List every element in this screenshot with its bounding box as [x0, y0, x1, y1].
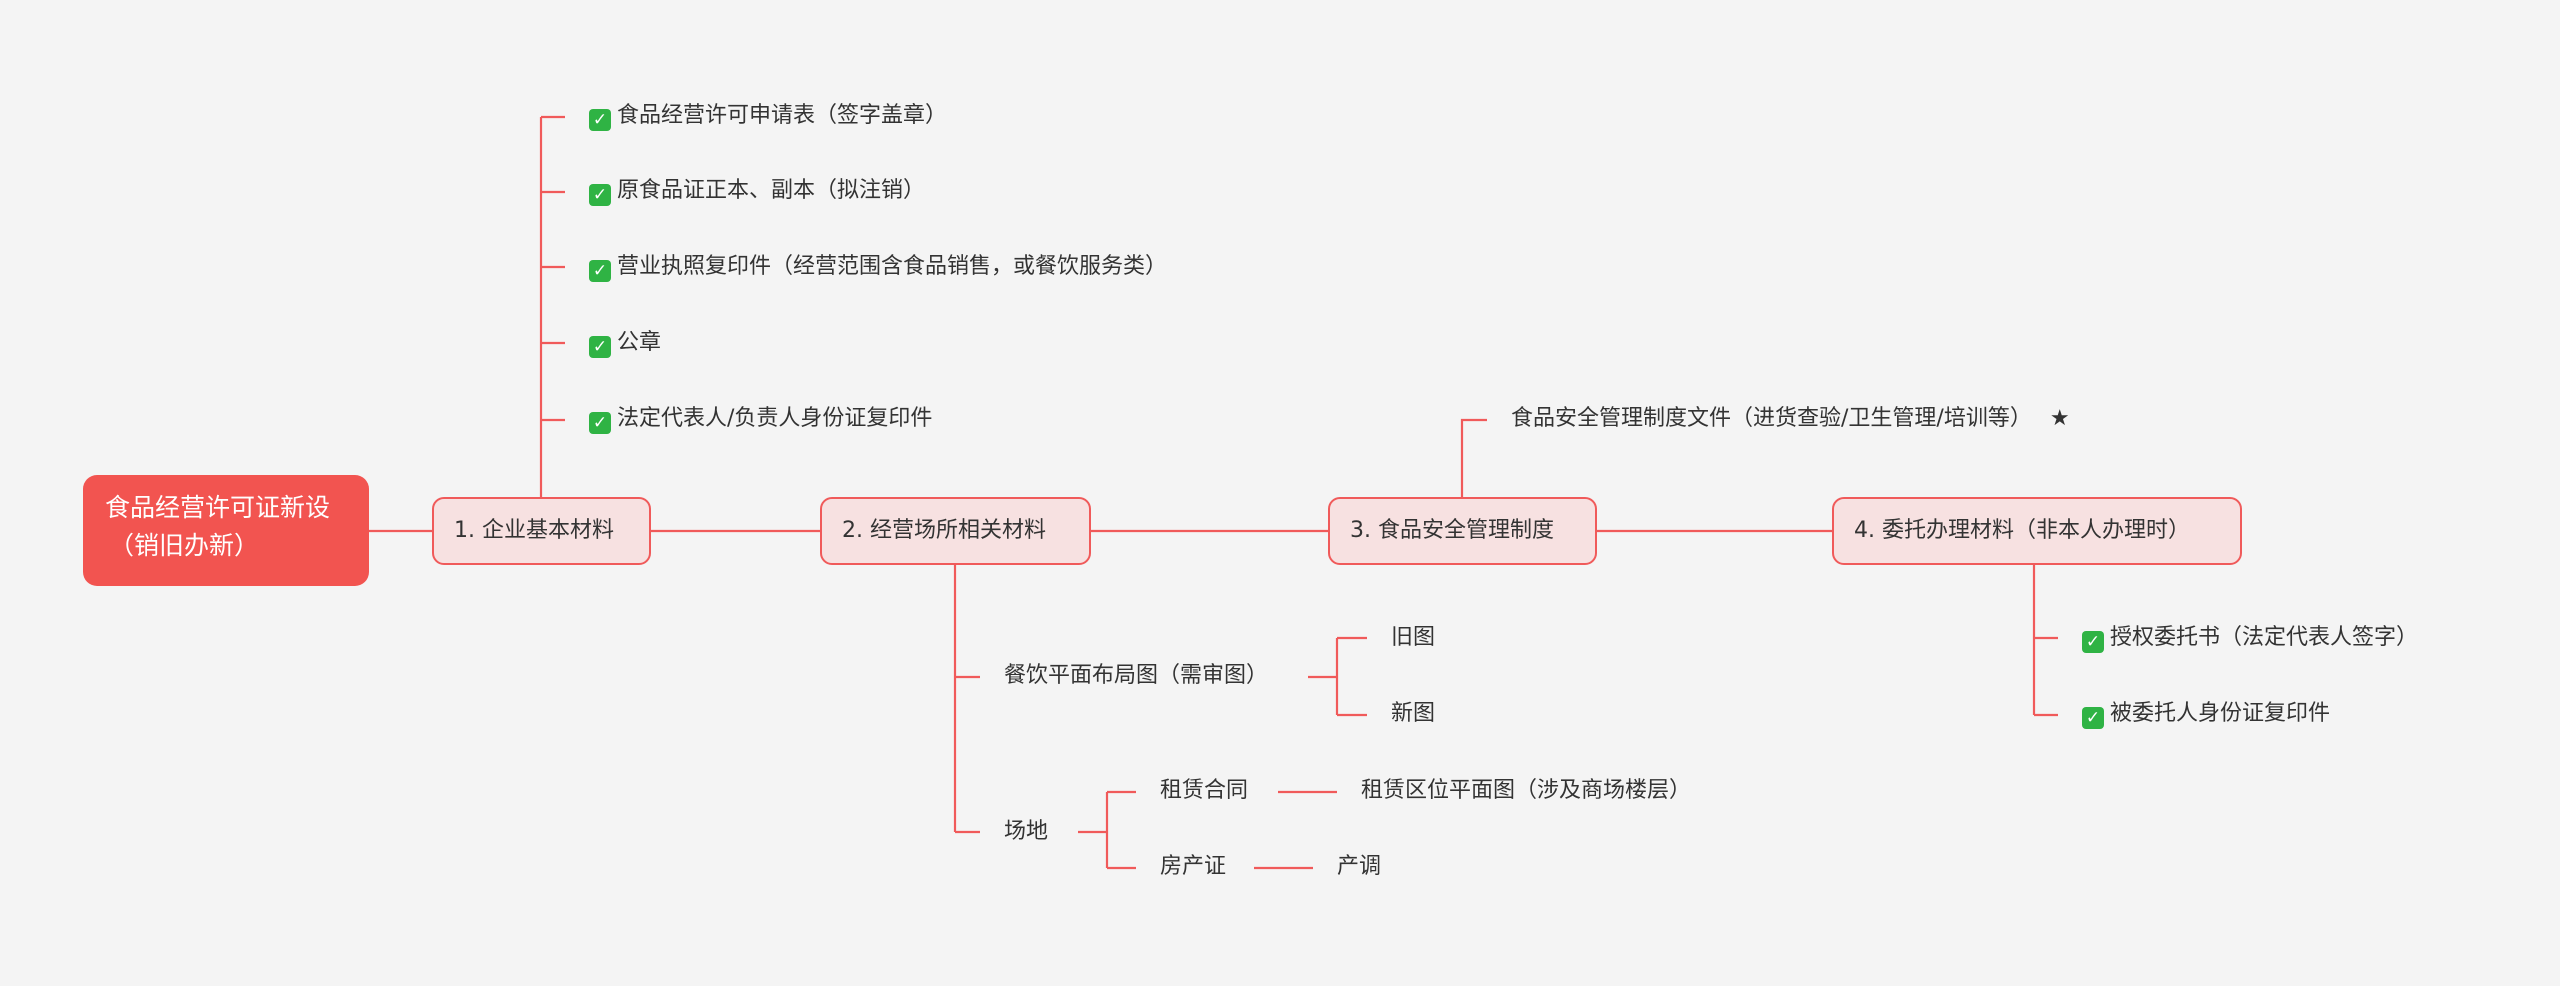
checkmark-icon: ✓: [2082, 707, 2104, 729]
leaf-site[interactable]: 场地: [1004, 819, 1049, 844]
leaf-label: 食品安全管理制度文件（进货查验/卫生管理/培训等）: [1511, 406, 2032, 431]
checkmark-icon: ✓: [2082, 631, 2104, 653]
checkmark-icon: ✓: [589, 109, 611, 131]
branch-food-safety-system[interactable]: 3. 食品安全管理制度: [1328, 497, 1597, 565]
leaf-agent-id-copy[interactable]: ✓ 被委托人身份证复印件: [2082, 699, 2330, 729]
leaf-floor-plan[interactable]: 餐饮平面布局图（需审图）: [1004, 663, 1269, 688]
leaf-legal-rep-id-copy[interactable]: ✓ 法定代表人/负责人身份证复印件: [589, 404, 932, 434]
star-icon: ★: [2049, 406, 2070, 431]
leaf-application-form[interactable]: ✓ 食品经营许可申请表（签字盖章）: [589, 101, 947, 131]
leaf-new-plan[interactable]: 新图: [1391, 701, 1436, 726]
leaf-official-seal[interactable]: ✓ 公章: [589, 328, 661, 358]
branch-company-materials[interactable]: 1. 企业基本材料: [432, 497, 651, 565]
branch-proxy-materials[interactable]: 4. 委托办理材料（非本人办理时）: [1832, 497, 2242, 565]
root-title-line2: （销旧办新）: [109, 531, 260, 560]
checkmark-icon: ✓: [589, 336, 611, 358]
root-title-line1: 食品经营许可证新设: [105, 493, 331, 522]
leaf-business-license-copy[interactable]: ✓ 营业执照复印件（经营范围含食品销售，或餐饮服务类）: [589, 252, 1167, 282]
leaf-power-of-attorney[interactable]: ✓ 授权委托书（法定代表人签字）: [2082, 623, 2418, 653]
leaf-lease-location-plan[interactable]: 租赁区位平面图（涉及商场楼层）: [1361, 778, 1692, 803]
branch-premises-materials[interactable]: 2. 经营场所相关材料: [820, 497, 1091, 565]
leaf-label: 营业执照复印件（经营范围含食品销售，或餐饮服务类）: [617, 254, 1168, 279]
leaf-label: 原食品证正本、副本（拟注销）: [617, 178, 926, 203]
leaf-original-license[interactable]: ✓ 原食品证正本、副本（拟注销）: [589, 176, 925, 206]
leaf-label: 公章: [617, 330, 662, 355]
checkmark-icon: ✓: [589, 260, 611, 282]
leaf-label: 食品经营许可申请表（签字盖章）: [617, 103, 948, 128]
leaf-property-survey[interactable]: 产调: [1337, 854, 1382, 879]
checkmark-icon: ✓: [589, 184, 611, 206]
root-topic[interactable]: 食品经营许可证新设 （销旧办新）: [83, 475, 369, 586]
leaf-lease-contract[interactable]: 租赁合同: [1160, 778, 1249, 803]
leaf-property-deed[interactable]: 房产证: [1160, 854, 1227, 879]
leaf-label: 被委托人身份证复印件: [2110, 701, 2331, 726]
checkmark-icon: ✓: [589, 412, 611, 434]
leaf-label: 授权委托书（法定代表人签字）: [2110, 625, 2419, 650]
leaf-old-plan[interactable]: 旧图: [1391, 625, 1436, 650]
leaf-label: 法定代表人/负责人身份证复印件: [617, 406, 933, 431]
leaf-food-safety-document[interactable]: 食品安全管理制度文件（进货查验/卫生管理/培训等） ★: [1511, 404, 2070, 434]
